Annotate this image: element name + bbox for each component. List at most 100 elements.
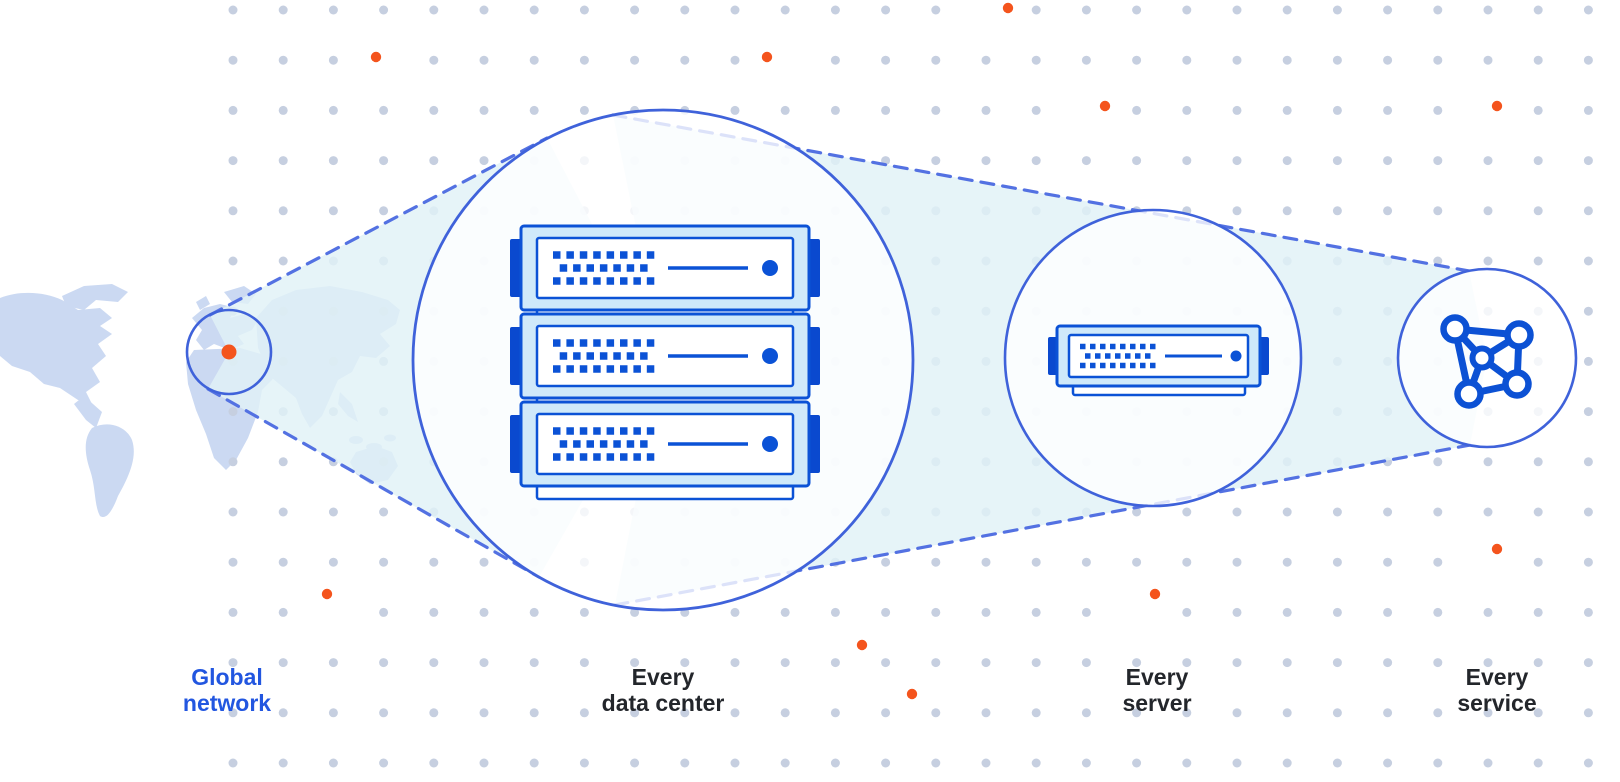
led-matrix-dot <box>599 440 608 448</box>
led-matrix-dot <box>613 440 621 448</box>
led-matrix-dot <box>553 365 561 373</box>
led-matrix-dot <box>1150 343 1156 350</box>
led-matrix-dot <box>1090 343 1096 350</box>
led-matrix-dot <box>633 277 641 285</box>
led-matrix-dot <box>1135 353 1141 359</box>
led-matrix-dot <box>606 277 615 285</box>
led-matrix-dot <box>646 339 655 347</box>
led-matrix-dot <box>1100 362 1106 369</box>
led-matrix-dot <box>579 427 588 435</box>
led-matrix-dot <box>579 339 588 347</box>
led-matrix-dot <box>1130 362 1136 369</box>
label-every-data-center: Every data center <box>601 664 725 716</box>
led-matrix-dot <box>579 365 588 373</box>
led-matrix-dot <box>553 453 561 461</box>
mesh-node <box>1502 369 1532 399</box>
accent-dot <box>1002 2 1014 14</box>
led-matrix-dot <box>553 251 561 259</box>
led-matrix-dot <box>1120 343 1126 350</box>
led-matrix-dot <box>559 264 568 272</box>
accent-dot <box>1491 543 1503 555</box>
led-matrix-dot <box>553 277 561 285</box>
led-matrix-dot <box>559 352 568 360</box>
led-matrix-dot <box>1080 343 1086 350</box>
led-matrix-dot <box>1090 362 1096 369</box>
label-every-service: Every service <box>1457 664 1537 716</box>
led-matrix-dot <box>1100 343 1106 350</box>
led-matrix-dot <box>586 264 594 272</box>
led-matrix-dot <box>573 352 581 360</box>
server-faceplate <box>535 324 795 388</box>
led-matrix-dot <box>626 440 635 448</box>
accent-dot <box>321 588 333 600</box>
led-matrix-dot <box>1095 353 1101 359</box>
led-matrix-dot <box>593 277 601 285</box>
led-matrix-dot <box>1115 353 1121 359</box>
server-faceplate <box>535 236 795 300</box>
led-matrix-dot <box>646 277 655 285</box>
mesh-node <box>1469 345 1495 371</box>
mesh-node <box>1454 379 1484 409</box>
network-mesh-icon <box>1440 314 1534 409</box>
led-matrix-dot <box>579 251 588 259</box>
server-led <box>762 260 778 276</box>
accent-dot <box>761 51 773 63</box>
label-every-server: Every server <box>1122 664 1192 716</box>
label-global-network: Global network <box>182 664 272 716</box>
led-matrix-dot <box>620 365 628 373</box>
accent-dot <box>1099 100 1111 112</box>
led-matrix-dot <box>593 453 601 461</box>
accent-dot <box>1491 100 1503 112</box>
led-matrix-dot <box>566 365 574 373</box>
led-matrix-dot <box>593 427 601 435</box>
led-matrix-dot <box>620 453 628 461</box>
led-matrix-dot <box>1110 343 1116 350</box>
led-matrix-dot <box>633 453 641 461</box>
led-matrix-dot <box>1105 353 1111 359</box>
led-matrix-dot <box>1080 362 1086 369</box>
accent-dot <box>370 51 382 63</box>
led-matrix-dot <box>586 440 594 448</box>
led-matrix-dot <box>606 453 615 461</box>
server-led <box>1230 350 1242 362</box>
led-matrix-dot <box>646 427 655 435</box>
led-matrix-dot <box>1110 362 1116 369</box>
led-matrix-dot <box>606 251 615 259</box>
led-matrix-dot <box>599 264 608 272</box>
led-matrix-dot <box>566 277 574 285</box>
led-matrix-dot <box>586 352 594 360</box>
led-matrix-dot <box>1085 353 1091 359</box>
led-matrix-dot <box>640 440 648 448</box>
led-matrix-dot <box>613 264 621 272</box>
led-matrix-dot <box>646 453 655 461</box>
led-matrix-dot <box>620 339 628 347</box>
led-matrix-dot <box>1130 343 1136 350</box>
led-matrix-dot <box>640 352 648 360</box>
led-matrix-dot <box>633 427 641 435</box>
led-matrix-dot <box>559 440 568 448</box>
led-matrix-dot <box>566 453 574 461</box>
server-faceplate <box>535 412 795 476</box>
led-matrix-dot <box>573 440 581 448</box>
led-matrix-dot <box>633 251 641 259</box>
led-matrix-dot <box>1125 353 1131 359</box>
led-matrix-dot <box>566 339 574 347</box>
led-matrix-dot <box>593 251 601 259</box>
led-matrix-dot <box>599 352 608 360</box>
led-matrix-dot <box>593 339 601 347</box>
led-matrix-dot <box>640 264 648 272</box>
map-highlight-circle <box>185 308 273 396</box>
led-matrix-dot <box>633 365 641 373</box>
server-led <box>762 436 778 452</box>
led-matrix-dot <box>593 365 601 373</box>
accent-dot <box>1149 588 1161 600</box>
led-matrix-dot <box>646 365 655 373</box>
led-matrix-dot <box>553 427 561 435</box>
led-matrix-dot <box>613 352 621 360</box>
led-matrix-dot <box>553 339 561 347</box>
led-matrix-dot <box>620 251 628 259</box>
led-matrix-dot <box>1150 362 1156 369</box>
led-matrix-dot <box>620 277 628 285</box>
